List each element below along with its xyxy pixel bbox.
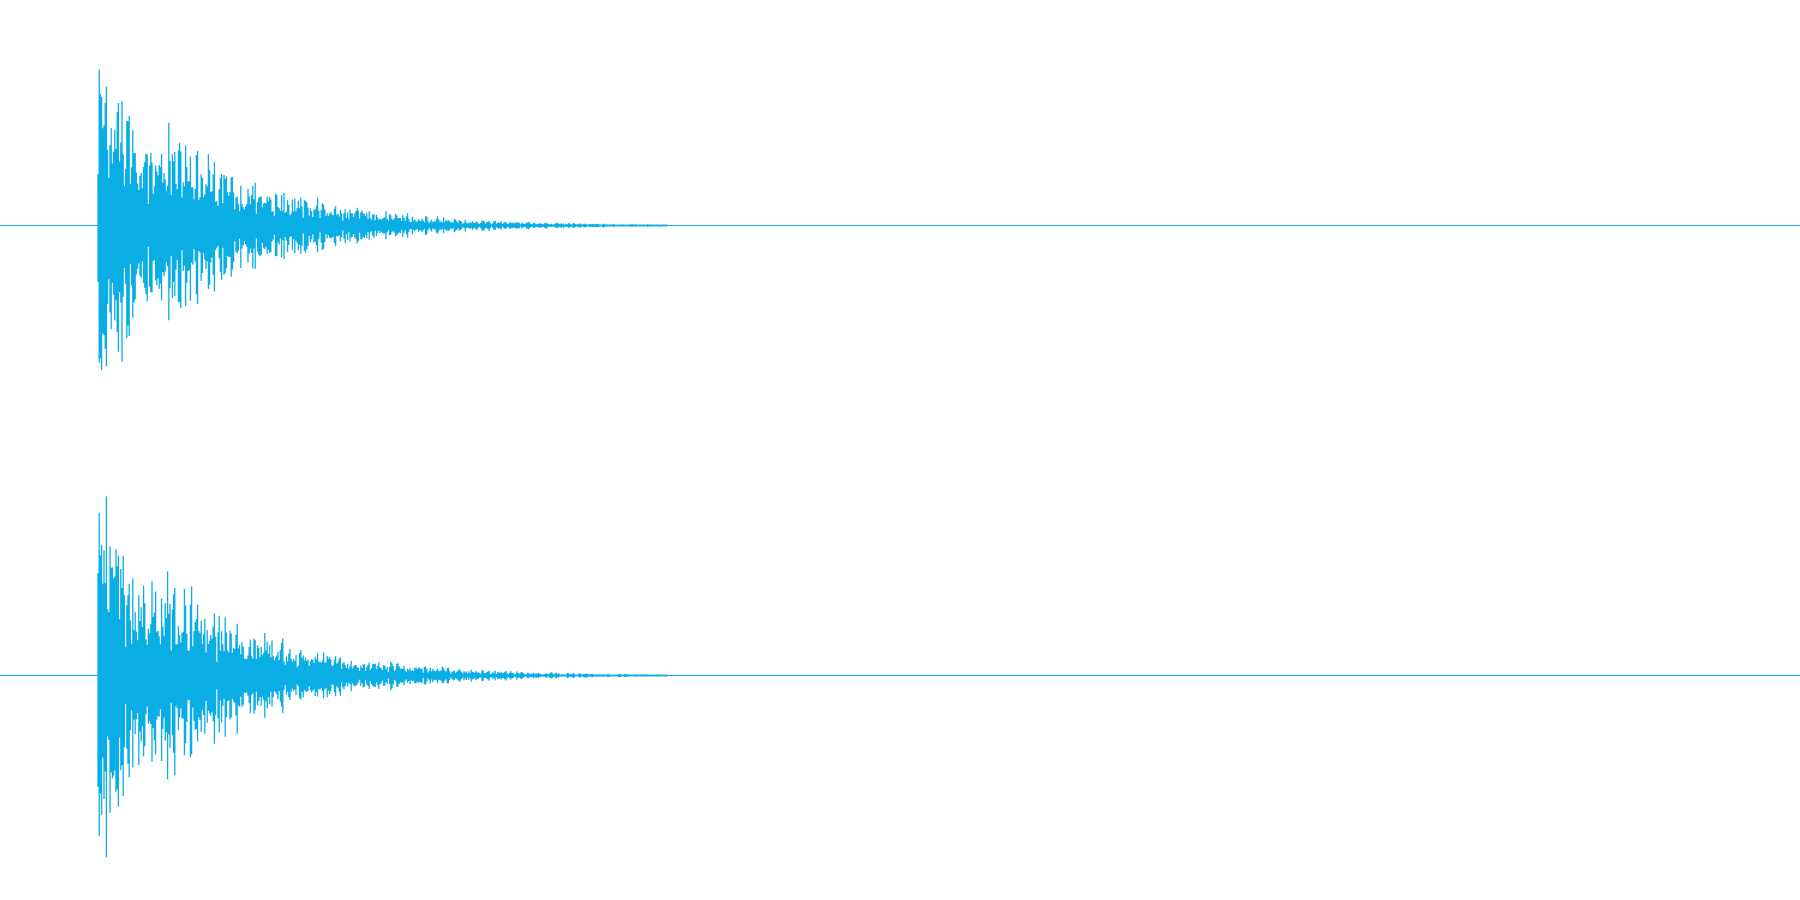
channel-2-signal: [97, 496, 668, 858]
channel-2-waveform[interactable]: [0, 450, 1800, 900]
channel-2-signal-path: [97, 496, 668, 858]
channel-1-signal-path: [97, 69, 668, 370]
channel-1-signal: [97, 69, 668, 370]
channel-1-waveform[interactable]: [0, 0, 1800, 450]
